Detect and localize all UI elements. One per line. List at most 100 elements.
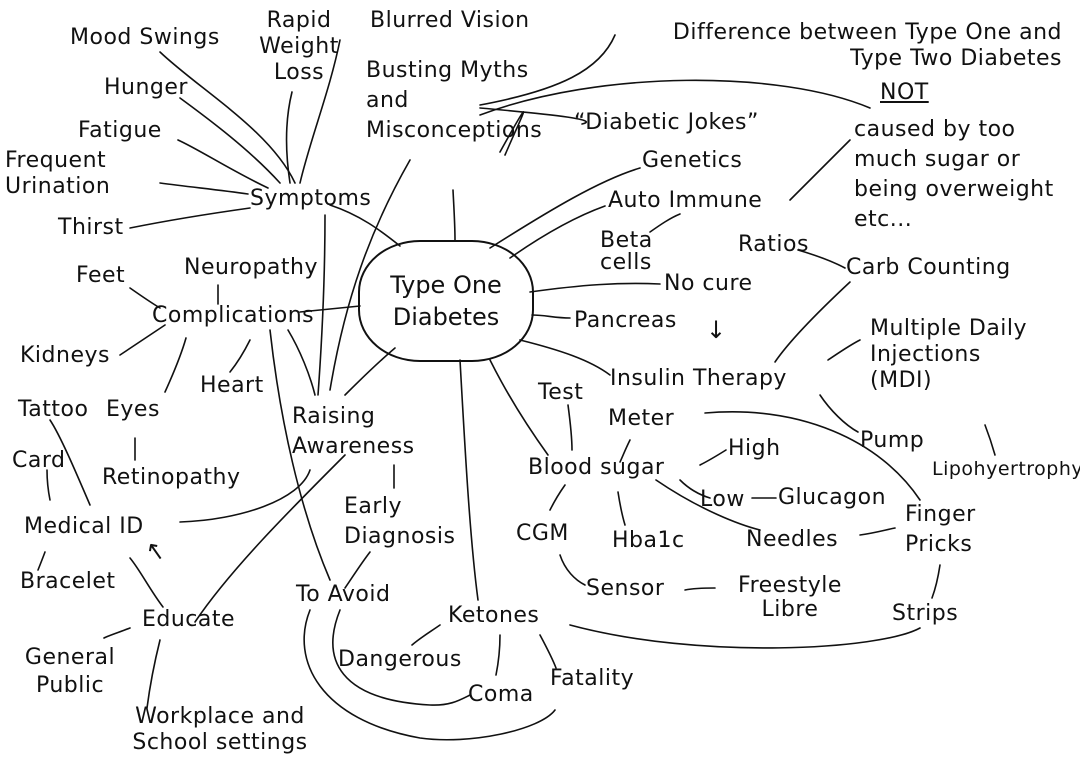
connector [797,249,846,269]
high-node: High [728,436,781,461]
connector [269,329,331,581]
raising-awareness-node: Raising Awareness [292,404,415,459]
connector [827,339,861,361]
connector [164,337,187,393]
connector [789,139,851,201]
retinopathy-node: Retinopathy [102,465,241,490]
connector [529,282,661,293]
hunger-node: Hunger [104,75,188,100]
beta-cells-node: Beta cells [600,228,653,275]
connector [344,551,371,589]
connector [479,34,616,106]
not-node: NOT [880,80,929,105]
connector [859,527,896,536]
connector [49,419,91,506]
busting-myths-node: Busting Myths and Misconceptions [366,58,543,143]
connector [549,484,566,511]
coma-node: Coma [468,682,534,707]
connector [177,139,269,189]
to-avoid-node: To Avoid [296,582,391,607]
connector [179,469,311,523]
pump-node: Pump [860,428,925,453]
connector [159,51,296,184]
feet-node: Feet [76,263,126,288]
needles-node: Needles [746,527,839,552]
connector [619,439,631,463]
connector [411,624,441,646]
connector [531,314,571,319]
central-topic: Type One Diabetes [358,240,534,362]
medical-id-node: Medical ID [24,514,144,539]
auto-immune-node: Auto Immune [608,188,763,213]
down-arrow-icon: ↓ [706,316,727,344]
educate-node: Educate [142,607,236,632]
connector [299,305,361,313]
symptoms-node: Symptoms [250,186,372,211]
mood-swings-node: Mood Swings [70,25,220,50]
connector [329,159,411,391]
early-diagnosis-node: Early Diagnosis [344,494,456,549]
fatigue-node: Fatigue [78,118,162,143]
strips-node: Strips [892,601,959,626]
connector [159,182,249,195]
connector [119,324,166,356]
central-topic-label: Type One Diabetes [390,271,502,331]
complications-node: Complications [152,303,315,328]
connector [129,287,161,309]
blurred-vision-node: Blurred Vision [370,8,530,33]
connector [519,339,611,376]
connector [229,339,251,373]
connector [495,634,501,676]
finger-pricks-node: Finger Pricks [905,502,976,557]
ketones-node: Ketones [448,603,540,628]
connector [344,347,396,396]
connector [774,281,851,363]
rapid-weight-loss-node: Rapid Weight Loss [259,8,339,85]
connector [704,411,921,501]
frequent-urination-node: Frequent Urination [5,148,111,199]
difference-node: Difference between Type One and Type Two… [672,20,1062,71]
caused-by-node: caused by too much sugar or being overwe… [854,117,1054,232]
heart-node: Heart [200,373,264,398]
connector [617,491,626,526]
lipohyertrophy-node: Lipohyertrophy [932,458,1080,480]
connector [146,639,161,709]
connector [684,587,716,591]
connector [499,111,525,156]
cgm-node: CGM [516,521,569,546]
glucagon-node: Glucagon [778,485,887,510]
connector [559,554,586,586]
neuropathy-node: Neuropathy [184,255,318,280]
connector [129,557,164,608]
connector [103,627,131,639]
connector [179,97,281,184]
kidneys-node: Kidneys [20,343,110,368]
meter-node: Meter [608,406,675,431]
dangerous-node: Dangerous [338,647,462,672]
low-node: Low [700,487,745,512]
connector [984,424,996,456]
blood-sugar-node: Blood sugar [528,455,665,480]
connector [509,205,606,259]
connector [287,329,316,396]
connector [699,449,727,466]
workplace-node: Workplace and School settings [132,704,308,755]
tattoo-node: Tattoo [18,397,89,422]
connector [489,167,641,249]
pancreas-node: Pancreas [574,308,677,333]
carb-counting-node: Carb Counting [846,255,1011,280]
thirst-node: Thirst [58,215,124,240]
multiple-daily-injections-node: Multiple Daily Injections (MDI) [870,316,1028,393]
connector [539,634,557,669]
connector [46,469,51,501]
connector [567,404,573,451]
connector [332,609,471,706]
connector [317,214,326,396]
connector [479,107,588,125]
no-cure-node: No cure [664,271,753,296]
connector [194,454,346,623]
hba1c-node: Hba1c [612,528,685,553]
connector [679,479,711,499]
